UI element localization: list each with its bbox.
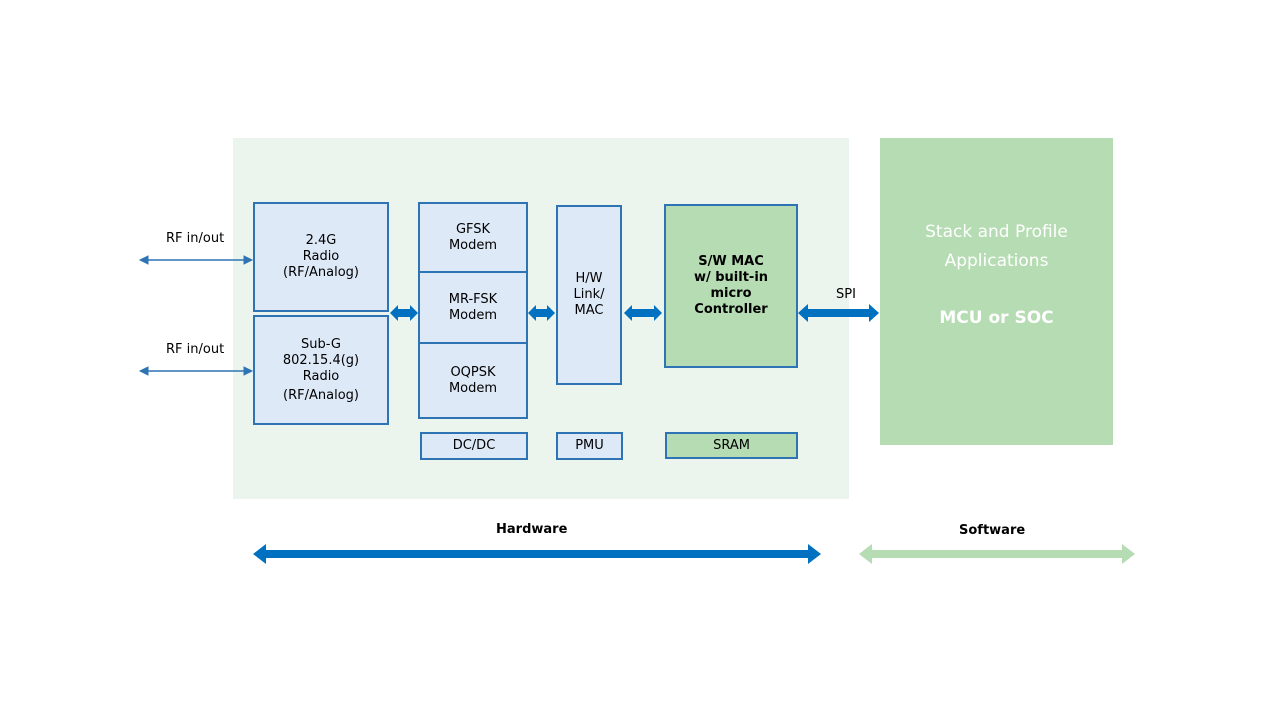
gfsk-modem-block: GFSK Modem: [418, 202, 528, 273]
spi-arrow: [798, 304, 879, 322]
sw-mac-line2: w/ built-in: [693, 270, 769, 285]
radio-subg-line2: 802.15.4(g): [282, 352, 360, 368]
hardware-arrow: [253, 544, 821, 564]
mrfsk-line1: MR-FSK: [448, 291, 498, 307]
gfsk-line2: Modem: [448, 237, 498, 253]
sw-mac-line3: micro: [710, 286, 752, 301]
software-arrow: [859, 544, 1135, 564]
radio-modem-arrow: [390, 305, 418, 321]
gfsk-line1: GFSK: [455, 221, 491, 237]
radio-subg-block: Sub-G 802.15.4(g) Radio (RF/Analog): [253, 315, 389, 425]
spi-label: SPI: [836, 287, 856, 302]
rf-in-out-bottom-label: RF in/out: [166, 342, 225, 357]
mrfsk-modem-block: MR-FSK Modem: [418, 271, 528, 344]
hw-link-mac-block: H/W Link/ MAC: [556, 205, 622, 385]
radio-subg-line1: Sub-G: [301, 336, 341, 352]
dcdc-block: DC/DC: [420, 432, 528, 460]
sram-label: SRAM: [713, 437, 750, 453]
software-label: Software: [959, 523, 1026, 538]
rf-top-arrow: [138, 255, 254, 265]
hw-link-line2: Link/: [573, 287, 605, 302]
dcdc-label: DC/DC: [452, 438, 496, 453]
radio-subg-line4: (RF/Analog): [283, 387, 359, 403]
link-swmac-arrow: [624, 305, 662, 321]
radio-24g-line1: 2.4G: [305, 233, 337, 248]
rf-in-out-top-label: RF in/out: [166, 231, 225, 246]
sram-block: SRAM: [665, 432, 798, 459]
pmu-block: PMU: [556, 432, 623, 460]
stack-profile-line2: Applications: [944, 251, 1049, 271]
rf-bottom-arrow: [138, 366, 254, 376]
radio-24g-block: 2.4G Radio (RF/Analog): [253, 202, 389, 312]
sw-mac-line4: Controller: [694, 302, 768, 317]
mrfsk-line2: Modem: [448, 307, 498, 323]
modem-link-arrow: [528, 305, 555, 321]
sw-mac-block: S/W MAC w/ built-in micro Controller: [664, 204, 798, 368]
radio-24g-line2: Radio: [302, 249, 340, 264]
pmu-label: PMU: [575, 438, 604, 453]
software-panel: [880, 138, 1113, 445]
hw-link-line1: H/W: [575, 271, 603, 286]
radio-24g-line3: (RF/Analog): [283, 265, 359, 280]
oqpsk-modem-block: OQPSK Modem: [418, 342, 528, 419]
mcu-soc-label: MCU or SOC: [939, 308, 1054, 328]
hardware-label: Hardware: [496, 522, 568, 537]
sw-mac-line1: S/W MAC: [698, 254, 764, 269]
oqpsk-line1: OQPSK: [450, 364, 496, 380]
oqpsk-line2: Modem: [448, 380, 498, 396]
stack-profile-line1: Stack and Profile: [925, 222, 1068, 242]
hw-link-line3: MAC: [574, 303, 604, 318]
radio-subg-line3: Radio: [302, 368, 340, 384]
